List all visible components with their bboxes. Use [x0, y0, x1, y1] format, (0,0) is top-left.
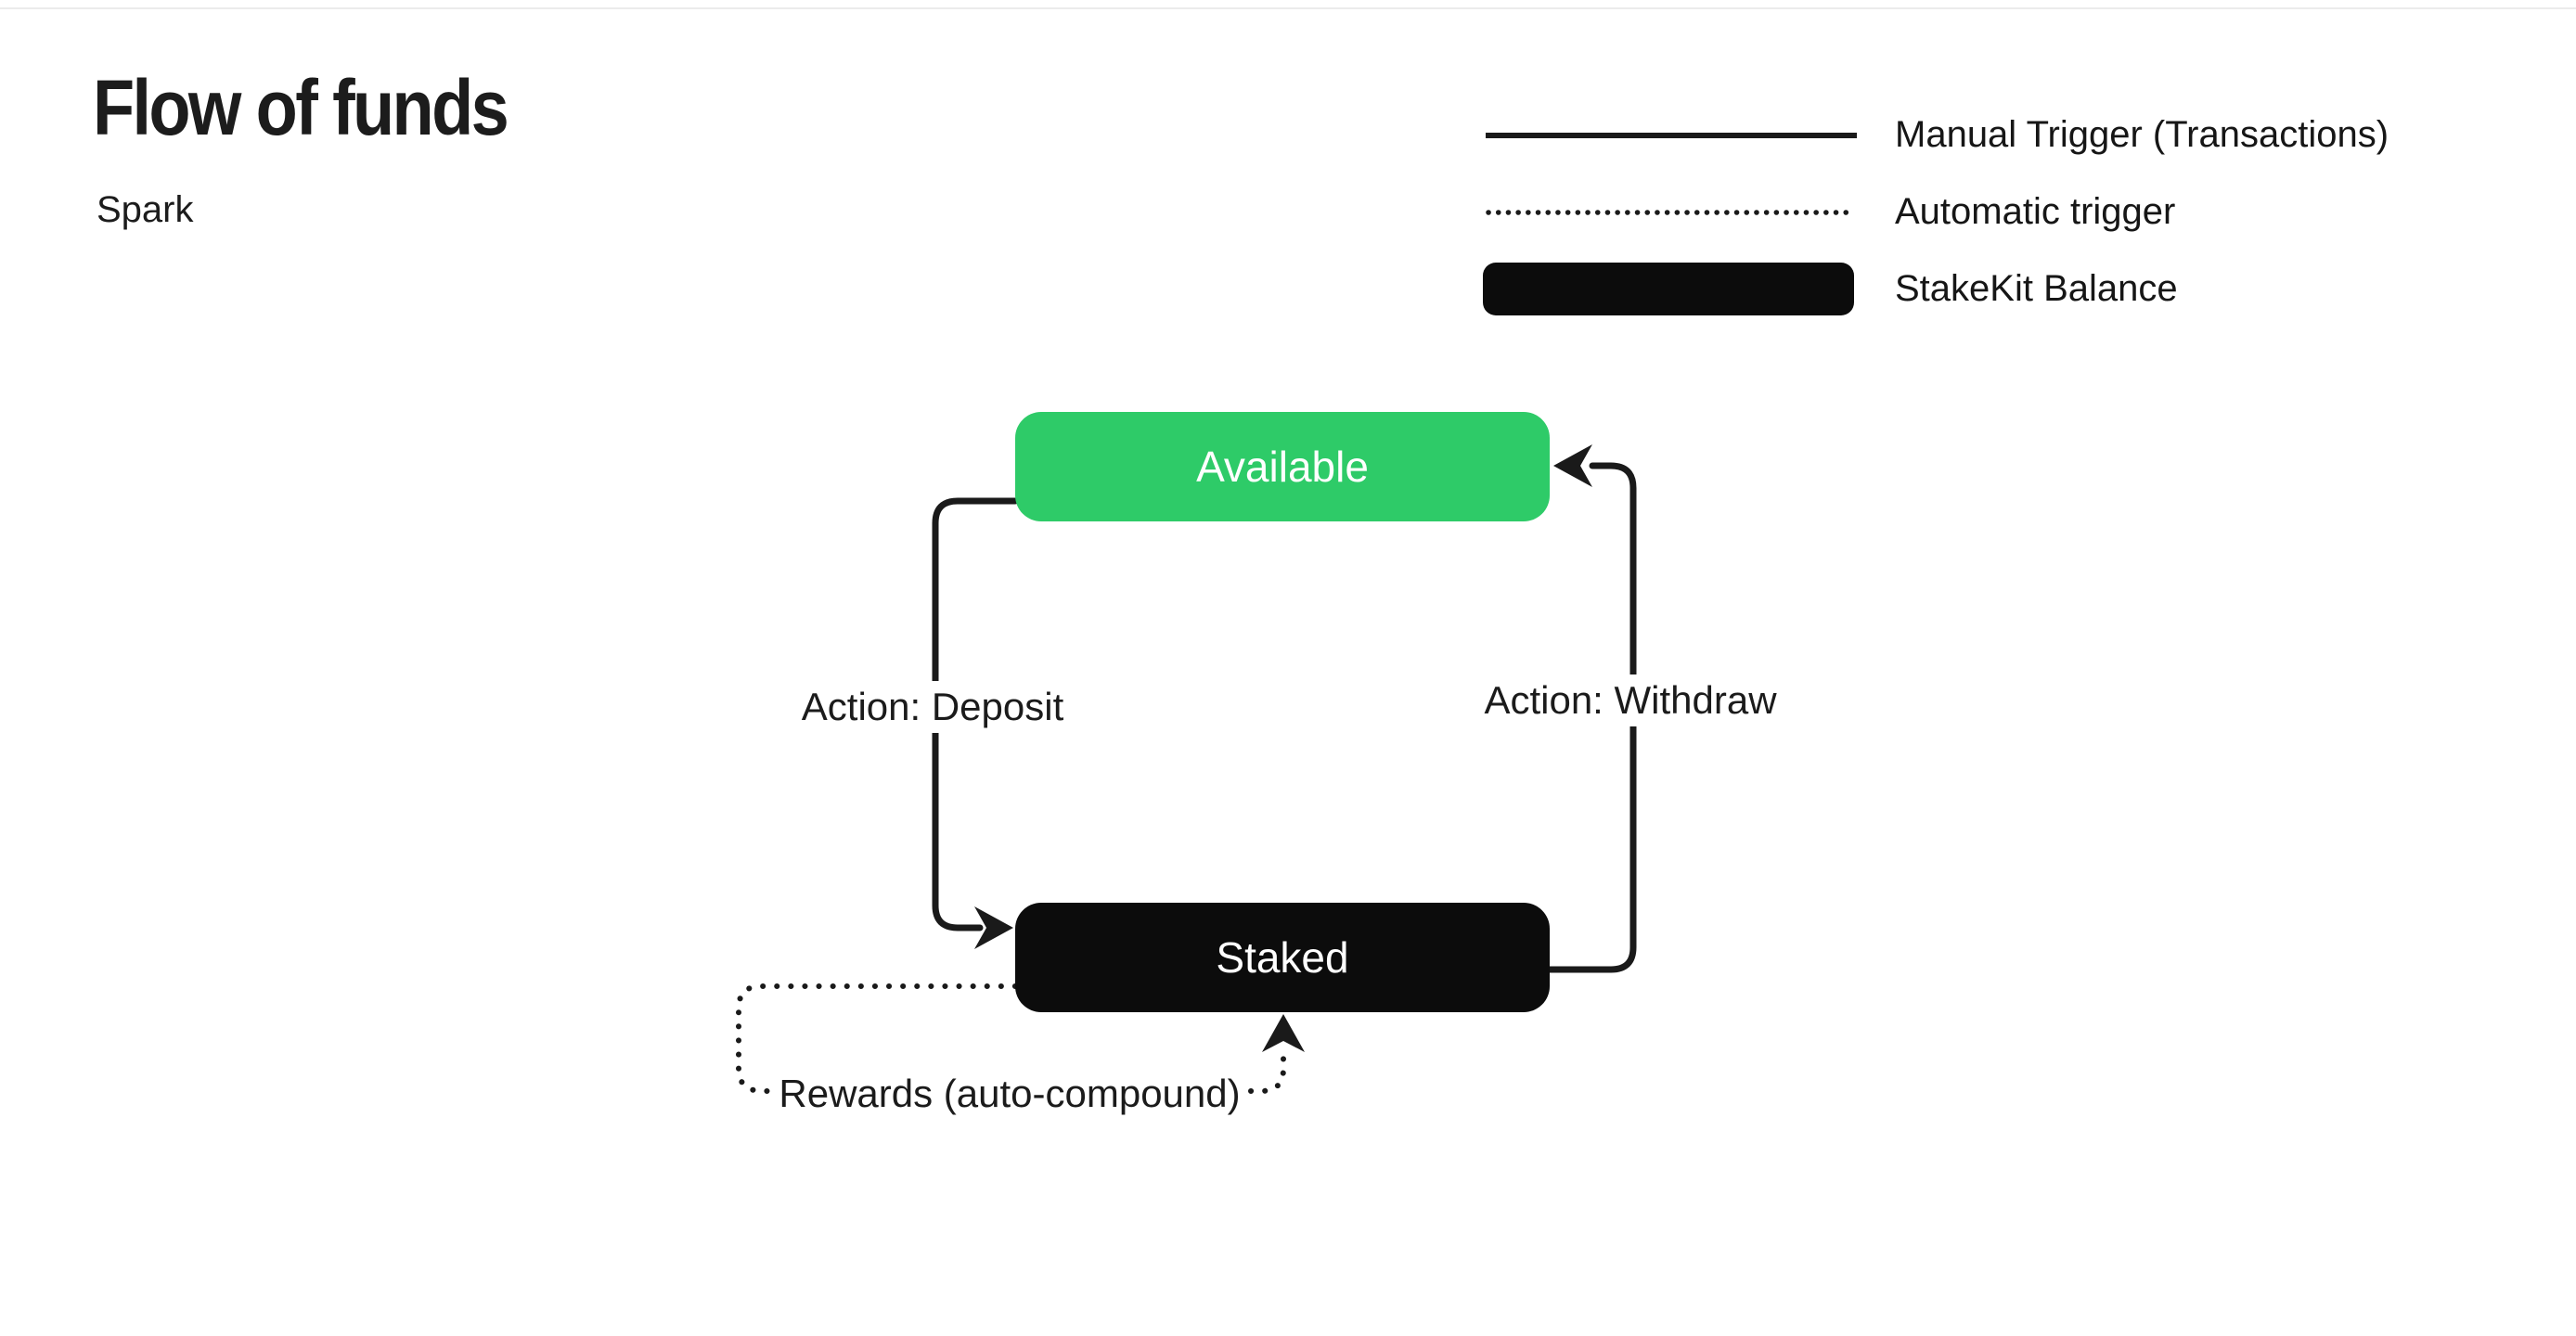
legend-item-automatic-trigger: Automatic trigger	[1483, 186, 2389, 238]
node-available-label: Available	[1196, 443, 1369, 491]
legend-label: Automatic trigger	[1895, 191, 2176, 232]
page-title: Flow of funds	[93, 64, 509, 151]
rewards-edge-label: Rewards (auto-compound)	[771, 1068, 1248, 1120]
node-staked-label: Staked	[1216, 933, 1349, 982]
balance-rect-swatch-icon	[1483, 263, 1860, 315]
solid-line-swatch-icon	[1483, 130, 1860, 141]
rewards-dotted-line-right	[1248, 1051, 1286, 1094]
node-available: Available	[1015, 412, 1550, 521]
deposit-edge-label: Action: Deposit	[790, 681, 1075, 733]
legend-label: Manual Trigger (Transactions)	[1895, 114, 2389, 155]
deposit-arrowhead-icon	[974, 906, 1013, 949]
legend: Manual Trigger (Transactions) Automatic …	[1483, 109, 2389, 315]
rewards-arrowhead-icon	[1262, 1014, 1305, 1052]
legend-label: StakeKit Balance	[1895, 268, 2178, 309]
top-divider	[0, 7, 2576, 9]
black-rounded-rect-sample	[1483, 263, 1854, 315]
rewards-dotted-line-left	[736, 983, 1018, 1094]
page-subtitle: Spark	[97, 189, 194, 230]
dotted-line-swatch-icon	[1483, 207, 1860, 218]
legend-item-manual-trigger: Manual Trigger (Transactions)	[1483, 109, 2389, 161]
node-staked: Staked	[1015, 903, 1550, 1012]
withdraw-arrowhead-icon	[1553, 444, 1592, 487]
withdraw-edge-label: Action: Withdraw	[1473, 674, 1788, 726]
legend-item-stakekit-balance: StakeKit Balance	[1483, 263, 2389, 315]
